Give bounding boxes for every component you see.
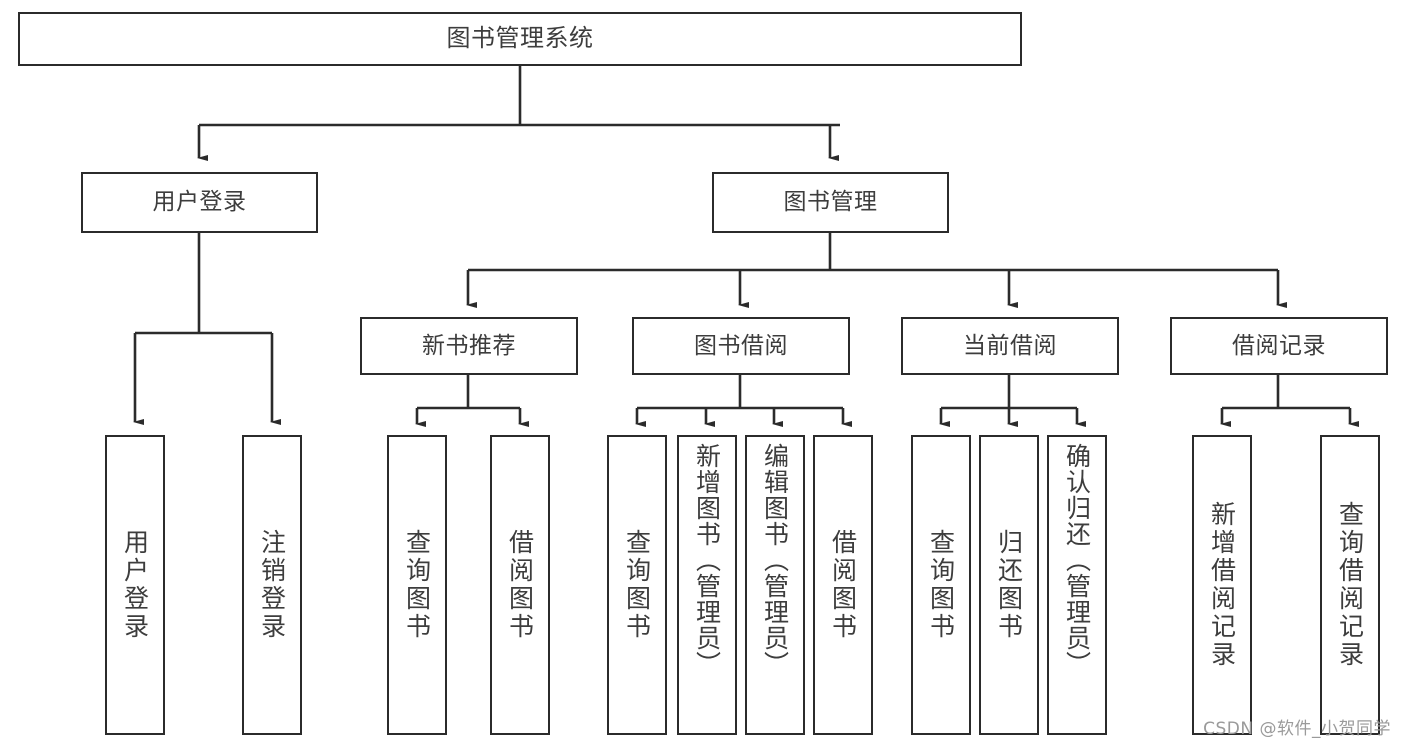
node-current-borrow[interactable]: 当前借阅 [901,317,1119,375]
node-borrow-record[interactable]: 借阅记录 [1170,317,1388,375]
node-label: 新增借阅记录 [1207,501,1237,669]
node-label: 新书推荐 [422,332,516,359]
node-label: 新增图书（管理员） [692,443,722,677]
node-leaf-query-borrow-record[interactable]: 查询借阅记录 [1320,435,1380,735]
node-label: 查询图书 [926,529,956,641]
node-label: 用户登录 [120,529,150,641]
node-book-borrow[interactable]: 图书借阅 [632,317,850,375]
node-label: 查询图书 [402,529,432,641]
node-new-book-recommend[interactable]: 新书推荐 [360,317,578,375]
node-label: 归还图书 [994,529,1024,641]
node-leaf-edit-book-admin[interactable]: 编辑图书（管理员） [745,435,805,735]
node-leaf-query-book-borrow[interactable]: 查询图书 [607,435,667,735]
node-leaf-add-book-admin[interactable]: 新增图书（管理员） [677,435,737,735]
node-leaf-query-book-recommend[interactable]: 查询图书 [387,435,447,735]
node-label: 用户登录 [152,189,247,216]
node-label: 查询借阅记录 [1335,501,1365,669]
node-label: 确认归还（管理员） [1062,443,1092,677]
node-leaf-logout-login[interactable]: 注销登录 [242,435,302,735]
node-label: 注销登录 [257,529,287,641]
watermark-text: CSDN @软件_小贺同学 [1203,719,1391,739]
node-book-management[interactable]: 图书管理 [712,172,949,233]
node-leaf-user-login[interactable]: 用户登录 [105,435,165,735]
node-leaf-borrow-book-borrow[interactable]: 借阅图书 [813,435,873,735]
node-label: 借阅记录 [1232,332,1326,359]
node-root-book-management-system[interactable]: 图书管理系统 [18,12,1022,66]
node-label: 编辑图书（管理员） [760,443,790,677]
node-leaf-add-borrow-record[interactable]: 新增借阅记录 [1192,435,1252,735]
node-leaf-query-book-current[interactable]: 查询图书 [911,435,971,735]
node-leaf-return-book[interactable]: 归还图书 [979,435,1039,735]
node-label: 借阅图书 [505,529,535,641]
node-leaf-confirm-return-admin[interactable]: 确认归还（管理员） [1047,435,1107,735]
node-label: 图书管理系统 [446,24,594,53]
node-leaf-borrow-book-recommend[interactable]: 借阅图书 [490,435,550,735]
node-label: 查询图书 [622,529,652,641]
node-label: 图书借阅 [694,332,788,359]
node-label: 借阅图书 [828,529,858,641]
node-label: 图书管理 [783,189,878,216]
node-label: 当前借阅 [963,332,1057,359]
node-user-login[interactable]: 用户登录 [81,172,318,233]
